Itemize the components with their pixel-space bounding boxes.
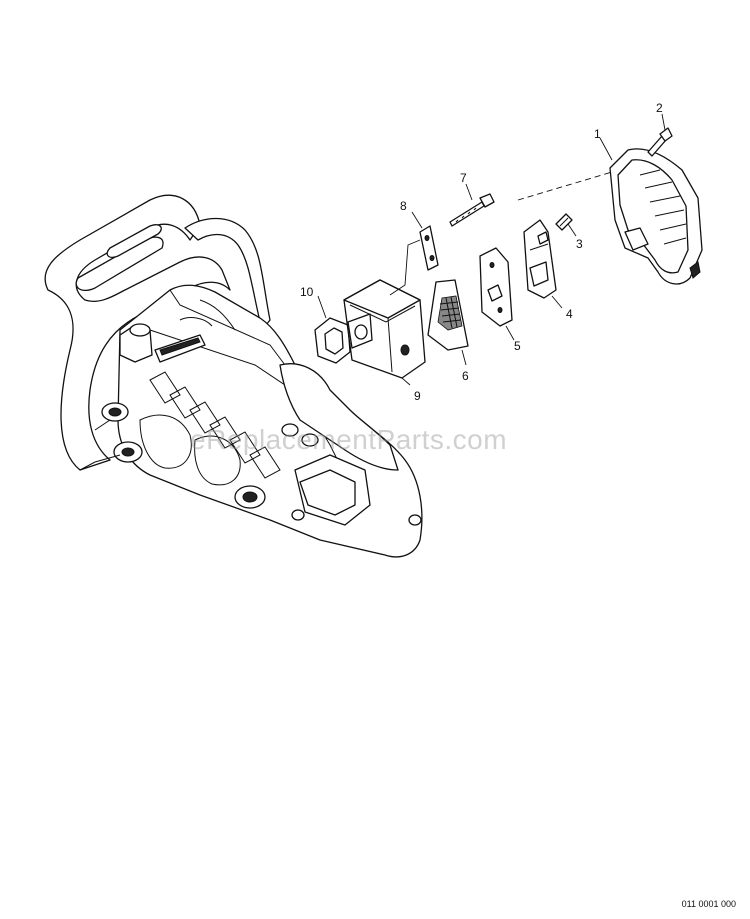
part-9-muffler: [343, 279, 426, 386]
front-handle: [44, 194, 231, 471]
bar-nut: [234, 485, 266, 509]
part-4-bracket: [523, 219, 563, 309]
callout-7: 7: [460, 171, 467, 185]
callout-1: 1: [594, 127, 601, 141]
callout-6: 6: [462, 369, 469, 383]
chainsaw-powerhead: [44, 194, 423, 558]
callout-2: 2: [656, 101, 663, 115]
part-1-muffler-cover: [517, 137, 703, 285]
callout-4: 4: [566, 307, 573, 321]
part-10-gasket: [314, 295, 351, 364]
hex-knob-left: [101, 402, 129, 422]
callout-10: 10: [300, 285, 314, 299]
part-2-screw: [647, 113, 673, 157]
diagram-reference-number: 011 0001 000: [681, 899, 736, 909]
cylinder-fins: [139, 371, 281, 486]
callout-9: 9: [414, 389, 421, 403]
part-6-spark-screen: [427, 279, 469, 366]
part-5-deflector: [479, 247, 515, 341]
callout-8: 8: [400, 199, 407, 213]
watermark-text: eReplacementParts.com: [190, 424, 508, 455]
callout-5: 5: [514, 339, 521, 353]
screen-mesh: [437, 295, 463, 331]
hex-knob-lower: [113, 441, 143, 463]
part-3-screw: [555, 213, 577, 237]
part-8-plate: [389, 211, 439, 296]
part-7-screw: [449, 183, 495, 227]
callout-3: 3: [576, 237, 583, 251]
